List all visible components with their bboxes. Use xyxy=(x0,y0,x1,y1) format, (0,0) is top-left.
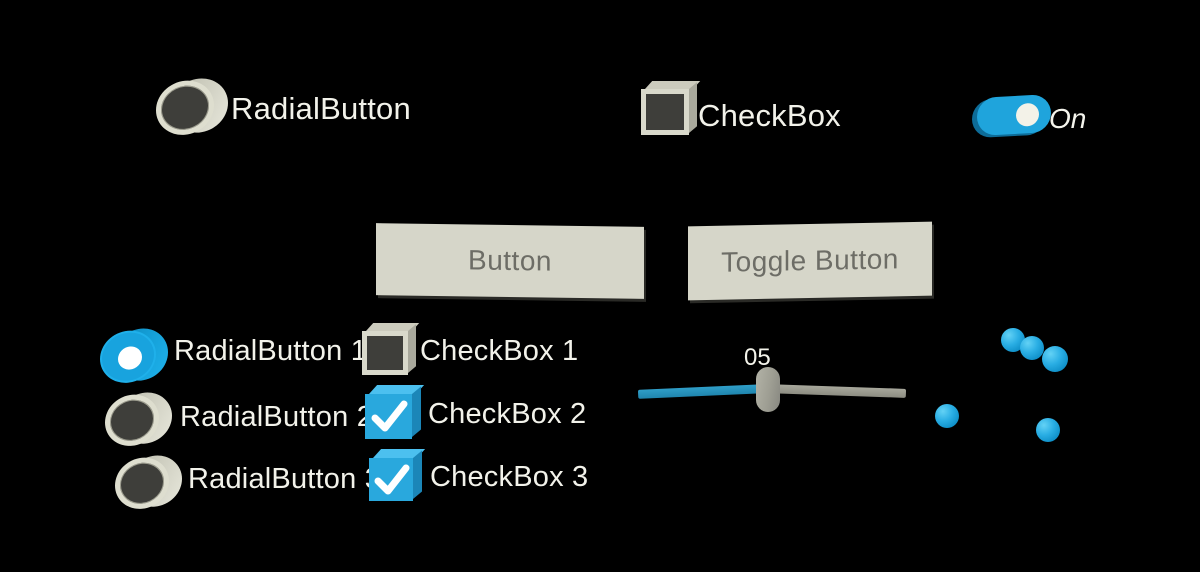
checkbox-2-icon xyxy=(365,394,412,439)
slider-handle[interactable] xyxy=(756,367,780,412)
checkbox-1-icon xyxy=(362,331,408,375)
checkbox-3-label: CheckBox 3 xyxy=(430,461,589,493)
slider-value-label: 05 xyxy=(744,344,771,371)
checkbox-1-label: CheckBox 1 xyxy=(420,335,579,367)
radial-button-2[interactable] xyxy=(105,390,177,452)
radial-button-top[interactable] xyxy=(156,75,232,140)
radial-button-top-label: RadialButton xyxy=(231,91,411,126)
radio-button-1-dot xyxy=(118,345,142,371)
slider-remaining-track xyxy=(765,384,907,398)
toggle-button[interactable]: Toggle Button xyxy=(688,221,932,301)
checkbox-top-label: CheckBox xyxy=(698,98,841,133)
radial-button-1[interactable] xyxy=(100,326,172,388)
toggle-button-label: Toggle Button xyxy=(721,243,899,278)
toggle-state-label: On xyxy=(1049,103,1087,134)
checkbox-right-bevel xyxy=(689,82,697,133)
slider-filled-track xyxy=(637,384,769,399)
radial-button-2-label: RadialButton 2 xyxy=(180,401,374,433)
checkbox-2-right-bevel xyxy=(412,386,421,437)
checkbox-icon xyxy=(641,89,689,135)
checkbox-3[interactable] xyxy=(369,449,431,513)
slider[interactable]: 05 xyxy=(637,344,938,420)
sphere-3 xyxy=(1042,346,1068,372)
sphere-2 xyxy=(1020,336,1044,360)
checkbox-1-right-bevel xyxy=(408,324,416,373)
checkbox-3-right-bevel xyxy=(413,450,422,499)
primary-button[interactable]: Button xyxy=(376,223,644,299)
sphere-4 xyxy=(935,404,959,428)
sphere-5 xyxy=(1036,418,1060,442)
toggle-knob xyxy=(1016,102,1039,127)
checkbox-2-label: CheckBox 2 xyxy=(428,398,587,430)
checkbox-2[interactable] xyxy=(365,385,427,449)
checkbox-3-icon xyxy=(369,458,413,501)
primary-button-label: Button xyxy=(468,244,552,277)
checkbox-top[interactable] xyxy=(641,81,701,144)
radial-button-1-label: RadialButton 1 xyxy=(174,335,368,367)
radial-button-3-label: RadialButton 3 xyxy=(188,463,382,495)
radial-button-3[interactable] xyxy=(115,453,187,515)
checkbox-1[interactable] xyxy=(362,323,424,386)
toggle-switch-icon[interactable] xyxy=(977,94,1051,136)
